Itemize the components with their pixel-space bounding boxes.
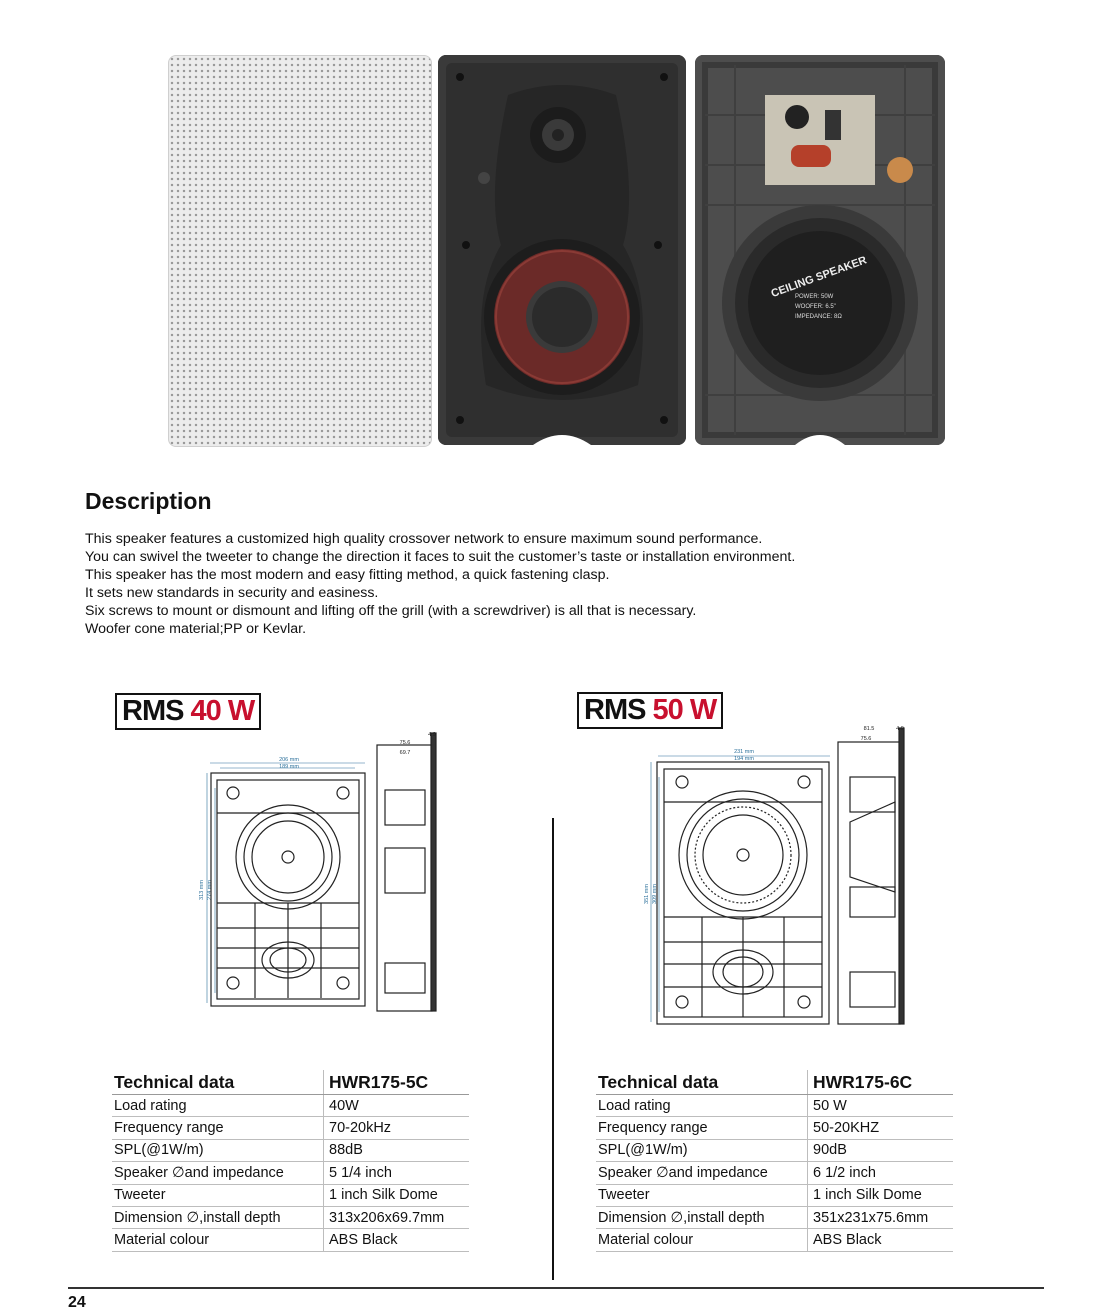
height-outer-label: 313 mm <box>199 880 205 900</box>
spec-value: 1 inch Silk Dome <box>323 1184 469 1207</box>
spec-label: Material colour <box>596 1228 808 1252</box>
spec-label: SPL(@1W/m) <box>112 1139 324 1163</box>
rms-prefix: RMS <box>584 694 646 726</box>
description-line: It sets new standards in security and ea… <box>85 585 379 602</box>
depth-b-label: 69.7 <box>400 750 411 756</box>
rms-value: 40 W <box>190 695 256 727</box>
spec-value: 40W <box>323 1094 469 1118</box>
rms-prefix: RMS <box>122 695 184 727</box>
rms-badge-50w: RMS 50 W <box>577 692 724 729</box>
width-inner-label: 194 mm <box>734 756 754 762</box>
table-header-label: Technical data <box>596 1070 808 1095</box>
spec-value: 351x231x75.6mm <box>807 1206 953 1230</box>
dimension-drawing-6c: 231 mm 194 mm 351 mm 309 mm 81.5 75.6 4.… <box>644 726 905 1025</box>
table-row: SPL(@1W/m)90dB <box>596 1139 953 1163</box>
height-inner-label: 309 mm <box>652 884 658 904</box>
spec-value: 1 inch Silk Dome <box>807 1184 953 1207</box>
speaker-back-photo: CEILING SPEAKER POWER: 50W WOOFER: 6.5" … <box>695 55 945 445</box>
description-line: This speaker has the most modern and eas… <box>85 567 610 584</box>
depth-a-label: 81.5 <box>864 726 875 732</box>
spec-label: Frequency range <box>596 1116 808 1140</box>
speaker-impedance-label: IMPEDANCE: 8Ω <box>795 314 842 320</box>
column-divider <box>552 818 554 1280</box>
speaker-power-label: POWER: 50W <box>795 294 834 300</box>
rms-value: 50 W <box>652 694 718 726</box>
spec-label: SPL(@1W/m) <box>596 1139 808 1163</box>
spec-label: Tweeter <box>596 1184 808 1207</box>
spec-value: 313x206x69.7mm <box>323 1206 469 1230</box>
width-outer-label: 206 mm <box>279 757 299 763</box>
spec-value: 5 1/4 inch <box>323 1161 469 1185</box>
table-header-model: HWR175-6C <box>807 1070 953 1095</box>
spec-value: 70-20kHz <box>323 1116 469 1140</box>
width-inner-label: 189 mm <box>279 764 299 770</box>
page-number: 24 <box>68 1294 86 1311</box>
spec-value: ABS Black <box>807 1228 953 1252</box>
description-line: Woofer cone material;PP or Kevlar. <box>85 621 307 638</box>
spec-value: 50-20KHZ <box>807 1116 953 1140</box>
dimension-drawing-5c: 206 mm 189 mm 313 mm 274 mm 75.6 69.7 4.… <box>199 732 437 1012</box>
depth-b-label: 75.6 <box>861 736 872 742</box>
rms-badge-40w: RMS 40 W <box>115 693 262 730</box>
description-body: This speaker features a customized high … <box>85 530 795 639</box>
description-line: You can swivel the tweeter to change the… <box>85 549 796 566</box>
table-header-label: Technical data <box>112 1070 324 1095</box>
spec-value: 50 W <box>807 1094 953 1118</box>
spec-label: Load rating <box>112 1094 324 1118</box>
depth-c-label: 4.9 <box>896 726 904 732</box>
spec-label: Load rating <box>596 1094 808 1118</box>
footer-rule <box>68 1287 1044 1289</box>
spec-value: 90dB <box>807 1139 953 1163</box>
speaker-front-photo <box>438 55 686 445</box>
spec-label: Dimension ∅,install depth <box>596 1206 808 1230</box>
spec-value: 6 1/2 inch <box>807 1161 953 1185</box>
description-title: Description <box>85 488 212 514</box>
height-inner-label: 274 mm <box>207 880 213 900</box>
depth-c-label: 4.9 <box>428 732 436 738</box>
spec-label: Frequency range <box>112 1116 324 1140</box>
spec-label: Dimension ∅,install depth <box>112 1206 324 1230</box>
speaker-woofer-label: WOOFER: 6.5" <box>795 304 836 310</box>
spec-label: Tweeter <box>112 1184 324 1207</box>
spec-value: 88dB <box>323 1139 469 1163</box>
spec-label: Speaker ∅and impedance <box>112 1161 324 1185</box>
table-header-row: Technical data HWR175-5C <box>112 1070 469 1095</box>
grille-photo <box>168 55 432 447</box>
spec-value: ABS Black <box>323 1228 469 1252</box>
description-line: Six screws to mount or dismount and lift… <box>85 603 697 620</box>
table-header-model: HWR175-5C <box>323 1070 469 1095</box>
description-line: This speaker features a customized high … <box>85 531 763 547</box>
table-row: SPL(@1W/m)88dB <box>112 1139 469 1163</box>
depth-a-label: 75.6 <box>400 740 411 746</box>
spec-label: Speaker ∅and impedance <box>596 1161 808 1185</box>
spec-label: Material colour <box>112 1228 324 1252</box>
table-header-row: Technical data HWR175-6C <box>596 1070 953 1095</box>
width-outer-label: 231 mm <box>734 749 754 755</box>
height-outer-label: 351 mm <box>644 884 650 904</box>
